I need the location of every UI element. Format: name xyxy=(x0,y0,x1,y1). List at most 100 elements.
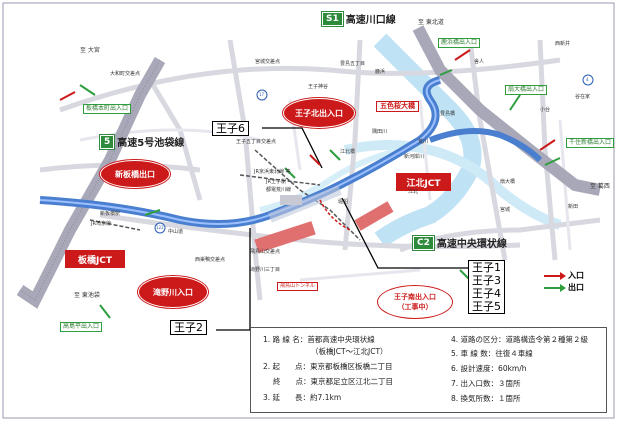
route-name: 高速5号池袋線 xyxy=(117,138,185,149)
spec-label: 8. 換気所数： xyxy=(451,394,499,403)
yazaike-label: 谷在家 xyxy=(575,94,591,100)
takashimadaira-box: 高島平出入口 xyxy=(60,322,103,332)
route-central-label: C2 高速中央環状線 xyxy=(413,235,507,250)
nakasendo-label: 中山道 xyxy=(168,229,184,235)
construction-note: （工事中） xyxy=(397,303,433,311)
shinden-label: 新田 xyxy=(568,204,579,210)
ogi-bridge-label: 扇大橋 xyxy=(500,179,516,185)
jr-saikyo-label: JR埼京線 xyxy=(91,221,111,227)
toneri-label: 舎人 xyxy=(474,59,485,65)
itabashi-jct-label: 板橋JCT xyxy=(65,250,125,268)
goshiki-bridge-label: 五色桜大橋 xyxy=(376,101,419,112)
ogi-bridge-box: 扇大橋出入口 xyxy=(505,85,548,95)
toden-label: 都電荒川線 xyxy=(266,187,292,193)
spec-lanes: 5. 車 線 数：往復４車線 xyxy=(451,350,533,358)
itabashi-hon-box: 板橋本町出入口 xyxy=(83,104,132,114)
sumida-label: 隅田川 xyxy=(372,129,388,135)
spec-value: 東京都板橋区板橋二丁目 xyxy=(310,362,393,371)
callout-oji5: 王子5 xyxy=(472,300,501,313)
spec-label: 7. 出入口数： xyxy=(451,379,499,388)
nishisugamo-crossing-label: 西巣鴨交差点 xyxy=(195,257,226,263)
spec-road-class: 4. 道路の区分：道路構造令第２種第２級 xyxy=(451,336,588,344)
kawaguchi-line xyxy=(412,25,602,196)
shingashi-label: 新河岸川 xyxy=(404,154,425,160)
spec-value: 約7.1km xyxy=(310,393,342,402)
callout-oji3: 王子3 xyxy=(472,274,501,287)
jr-keihin-label: JR京浜東北線 等 xyxy=(254,169,291,175)
spec-route-name: 1. 路 線 名：首都高速中央環状線 xyxy=(263,336,375,344)
toshima-bridge-label: 豊島橋 xyxy=(440,111,456,117)
kahoku-ramp-box: 鹿浜橋出入口 xyxy=(438,38,481,48)
spec-label: 3. 延 長： xyxy=(263,393,311,402)
callout-oji4: 王子4 xyxy=(472,287,501,300)
callout-oji1: 王子1 xyxy=(472,261,501,274)
legend-out-label: 出口 xyxy=(568,283,584,292)
oji-kita-ramp: 王子北出入口 xyxy=(283,98,355,128)
asukayama-tunnel-label: 飛鳥山トンネル xyxy=(277,282,318,291)
callout-oji6: 王子6 xyxy=(212,121,249,136)
to-higashiikebukuro-label: 至 東池袋 xyxy=(74,292,100,299)
callout-oji-group: 王子1 王子3 王子4 王子5 xyxy=(468,260,505,314)
spec-label: 6. 設計速度： xyxy=(451,364,499,373)
spec-start: 2. 起 点：東京都板橋区板橋二丁目 xyxy=(263,363,393,371)
shinitabashi-station-label: 新板橋駅 xyxy=(100,211,121,217)
spec-label: 終 点： xyxy=(273,377,311,386)
route-shield-c2: C2 xyxy=(413,235,434,250)
kohoku-bridge-label: 江北橋 xyxy=(340,149,356,155)
spec-label: 2. 起 点： xyxy=(263,362,311,371)
spec-value: １箇所 xyxy=(498,394,521,403)
miyagi-crossing-label: 宮城交差点 xyxy=(255,59,281,65)
route-name: 高速川口線 xyxy=(345,15,396,26)
route-shield-s1: S1 xyxy=(322,11,343,26)
route-spec-box: 1. 路 線 名：首都高速中央環状線 （板橋JCT～江北JCT） 2. 起 点：… xyxy=(250,327,607,413)
asukayama-crossing-label: 飛鳥山交差点 xyxy=(250,249,281,255)
spec-ventilation: 8. 換気所数：１箇所 xyxy=(451,395,521,403)
route-shield-5: 5 xyxy=(100,134,115,149)
spec-label: 4. 道路の区分： xyxy=(451,335,506,344)
spec-ramps: 7. 出入口数：３箇所 xyxy=(451,380,521,388)
senju-shinbashi-box: 千住新橋出入口 xyxy=(566,138,615,148)
kohoku-label: 江北 xyxy=(408,189,419,195)
jr-oji-label: JR王子駅 xyxy=(266,179,286,185)
spec-value: 道路構造令第２種第２級 xyxy=(505,335,589,344)
spec-end: 終 点：東京都足立区江北二丁目 xyxy=(273,378,393,386)
route-kawaguchi-label: S1 高速川口線 xyxy=(322,11,396,26)
oji5-crossing-label: 王子五丁目交差点 xyxy=(236,139,277,145)
odai-label: 小台 xyxy=(540,107,551,113)
toshima5-label: 豊島五丁目 xyxy=(340,61,366,67)
nishiarai-label: 西新井 xyxy=(555,41,571,47)
spec-value: 往復４車線 xyxy=(495,349,533,358)
to-tohoku-label: 至 東北道 xyxy=(418,19,444,26)
spec-route-section: （板橋JCT～江北JCT） xyxy=(311,347,388,356)
oji-minami-label: 王子南出入口 xyxy=(394,293,436,301)
takinogawa3-label: 滝野川三丁目 xyxy=(250,267,281,273)
shikahama-label: 鹿浜 xyxy=(375,69,386,75)
oji-kamiya-label: 王子神谷 xyxy=(308,84,329,90)
route-ikebukuro-label: 5 高速5号池袋線 xyxy=(100,134,184,149)
arakawa-label: 荒川 xyxy=(418,139,429,145)
kohoku-jct-label: 江北JCT xyxy=(396,173,451,191)
shin-itabashi-exit: 新板橋出口 xyxy=(100,160,170,188)
spec-value: 60km/h xyxy=(498,364,527,373)
spec-label: 5. 車 線 数： xyxy=(451,349,496,358)
miyagi-label: 宮城 xyxy=(500,207,511,213)
yamatocho-crossing-label: 大和町交差点 xyxy=(110,71,141,77)
oji-minami-ramp: 王子南出入口 （工事中） xyxy=(378,286,452,318)
route4-number: 4 xyxy=(586,77,589,82)
asukayama-tunnel-mark xyxy=(254,221,316,253)
spec-value: ３箇所 xyxy=(498,379,521,388)
callout-oji2: 王子2 xyxy=(170,320,207,335)
to-kasai-label: 至 葛西 xyxy=(590,183,610,190)
spec-value: 東京都足立区江北二丁目 xyxy=(310,377,394,386)
spec-value: 首都高速中央環状線 xyxy=(307,335,375,344)
legend-in-label: 入口 xyxy=(568,271,584,280)
spec-design-speed: 6. 設計速度：60km/h xyxy=(451,365,527,373)
spec-length: 3. 延 長：約7.1km xyxy=(263,394,341,402)
to-omiya-label: 至 大宮 xyxy=(80,47,100,54)
route122-number: 122 xyxy=(156,225,164,230)
route-name: 高速中央環状線 xyxy=(436,239,507,250)
sumida-river xyxy=(343,140,562,230)
